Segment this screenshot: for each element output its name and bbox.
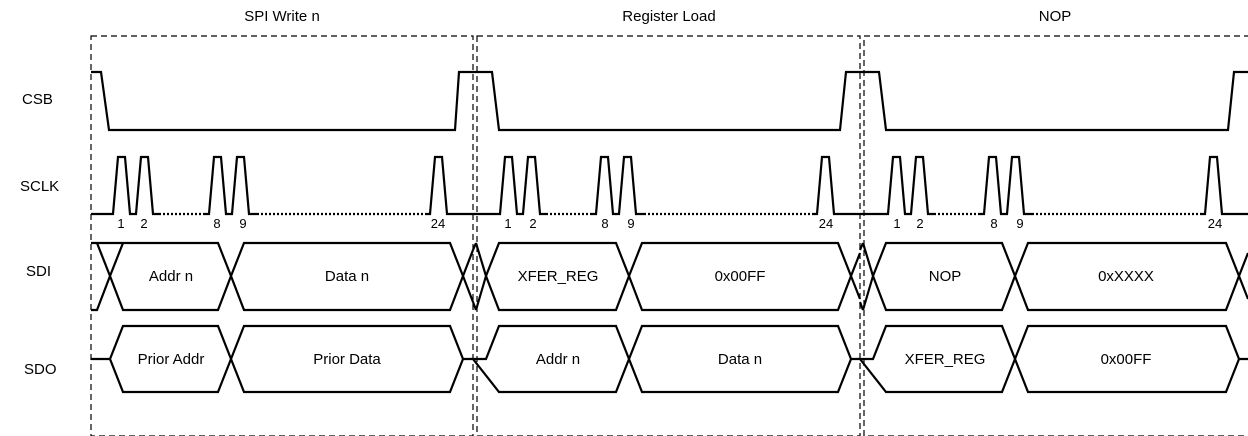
section-frame xyxy=(476,35,861,436)
csb-waveform xyxy=(860,70,1248,132)
signal-label-sdo: SDO xyxy=(24,361,57,378)
pulse-label: 1 xyxy=(504,216,511,231)
sdo-field-2: Prior Data xyxy=(313,351,381,368)
sclk-waveform xyxy=(91,155,473,216)
pulse-label: 2 xyxy=(916,216,923,231)
section-register-load: Register Load 1 2 8 9 24 XFER_REG 0x00FF… xyxy=(470,8,862,436)
pulse-label: 24 xyxy=(819,216,833,231)
signal-label-csb: CSB xyxy=(22,91,53,108)
pulse-label: 2 xyxy=(529,216,536,231)
pulse-label: 8 xyxy=(990,216,997,231)
pulse-label: 8 xyxy=(601,216,608,231)
sclk-waveform xyxy=(473,155,860,216)
sdo-bus-waveform xyxy=(91,324,473,394)
sdi-field-1: XFER_REG xyxy=(518,268,599,285)
sdi-field-1: Addr n xyxy=(149,268,193,285)
pulse-label: 8 xyxy=(213,216,220,231)
pulse-label: 1 xyxy=(893,216,900,231)
sclk-waveform xyxy=(860,155,1248,216)
csb-waveform xyxy=(91,70,473,132)
sdi-bus-waveform xyxy=(91,241,475,312)
sdo-bus-waveform xyxy=(857,324,1248,394)
sdi-field-1: NOP xyxy=(929,268,962,285)
pulse-label: 2 xyxy=(140,216,147,231)
sdi-field-2: Data n xyxy=(325,268,369,285)
sdo-bus-waveform xyxy=(470,324,860,394)
sdo-field-2: Data n xyxy=(718,351,762,368)
signal-label-sclk: SCLK xyxy=(20,178,59,195)
sdo-field-1: Prior Addr xyxy=(138,351,205,368)
sdi-field-2: 0xXXXX xyxy=(1098,268,1154,285)
pulse-label: 9 xyxy=(239,216,246,231)
pulse-label: 9 xyxy=(1016,216,1023,231)
section-nop: NOP 1 2 8 9 24 NOP 0xXXXX XFER_REG 0x00F… xyxy=(857,8,1248,436)
pulse-label: 24 xyxy=(431,216,445,231)
section-title: Register Load xyxy=(622,8,715,25)
pulse-label: 1 xyxy=(117,216,124,231)
sdi-bus-waveform xyxy=(858,241,1248,312)
sdo-field-1: XFER_REG xyxy=(905,351,986,368)
sdi-field-2: 0x00FF xyxy=(715,268,766,285)
section-title: SPI Write n xyxy=(244,8,320,25)
section-title: NOP xyxy=(1039,8,1072,25)
section-frame xyxy=(863,35,1248,436)
sdi-bus-waveform xyxy=(471,241,862,312)
signal-label-sdi: SDI xyxy=(26,263,51,280)
section-spi-write: SPI Write n 1 2 8 9 24 Addr n Data n Pri… xyxy=(90,8,475,436)
pulse-label: 9 xyxy=(627,216,634,231)
csb-waveform xyxy=(473,70,860,132)
pulse-label: 24 xyxy=(1208,216,1222,231)
section-frame xyxy=(90,35,474,436)
sdo-field-2: 0x00FF xyxy=(1101,351,1152,368)
sdo-field-1: Addr n xyxy=(536,351,580,368)
